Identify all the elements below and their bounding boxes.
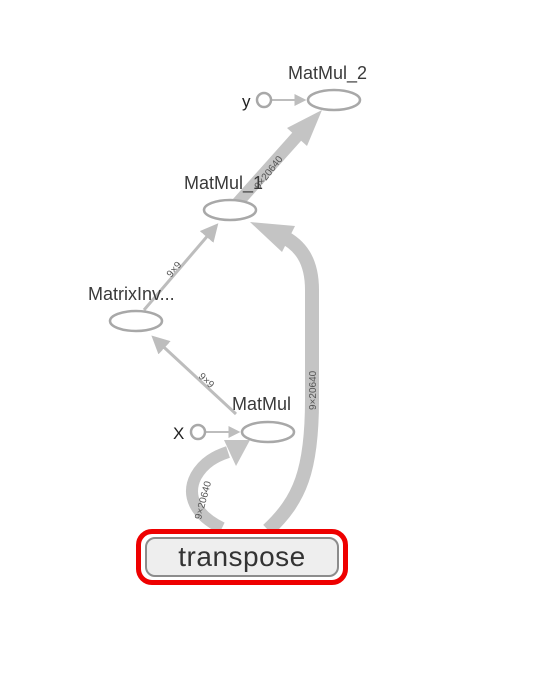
edge-transpose-to-matmul1[interactable]: 9×20640: [250, 222, 319, 536]
node-matmul[interactable]: MatMul: [232, 394, 296, 444]
input-y-circle[interactable]: [255, 91, 273, 109]
input-x-label: X: [173, 424, 184, 443]
node-transpose-shape[interactable]: transpose: [145, 537, 339, 577]
input-y-label: y: [242, 92, 251, 111]
node-matmul-1-shape[interactable]: [202, 198, 258, 222]
node-matrix-inverse-shape[interactable]: [108, 309, 164, 333]
node-matrix-inverse-label: MatrixInv...: [88, 284, 175, 304]
node-matmul-shape[interactable]: [240, 420, 296, 444]
input-y[interactable]: y: [242, 91, 273, 111]
node-transpose-label: transpose: [178, 541, 306, 572]
node-matmul-2-shape[interactable]: [306, 88, 362, 112]
node-matmul-2-label: MatMul_2: [288, 63, 367, 84]
edge-label-transpose-matmul1: 9×20640: [308, 370, 319, 410]
edge-label-matmul-matrixinv: 9×9: [196, 371, 216, 391]
node-matrix-inverse[interactable]: MatrixInv...: [88, 284, 175, 333]
edge-matmul1-to-matmul2[interactable]: 9×20640: [228, 110, 322, 212]
edge-transpose-to-matmul[interactable]: 9×20640: [186, 440, 250, 534]
node-transpose-selected[interactable]: transpose: [136, 529, 348, 585]
input-x[interactable]: X: [173, 423, 207, 443]
input-x-circle[interactable]: [189, 423, 207, 441]
edge-label-matrixinv-matmul1: 9×9: [165, 260, 185, 280]
node-matmul-1-label: MatMul_1: [184, 173, 263, 194]
node-matmul-1[interactable]: MatMul_1: [184, 173, 263, 222]
edge-matmul-to-matrixinv[interactable]: 9×9: [151, 335, 238, 416]
node-matmul-2[interactable]: MatMul_2: [288, 63, 367, 112]
node-matmul-label: MatMul: [232, 394, 291, 414]
